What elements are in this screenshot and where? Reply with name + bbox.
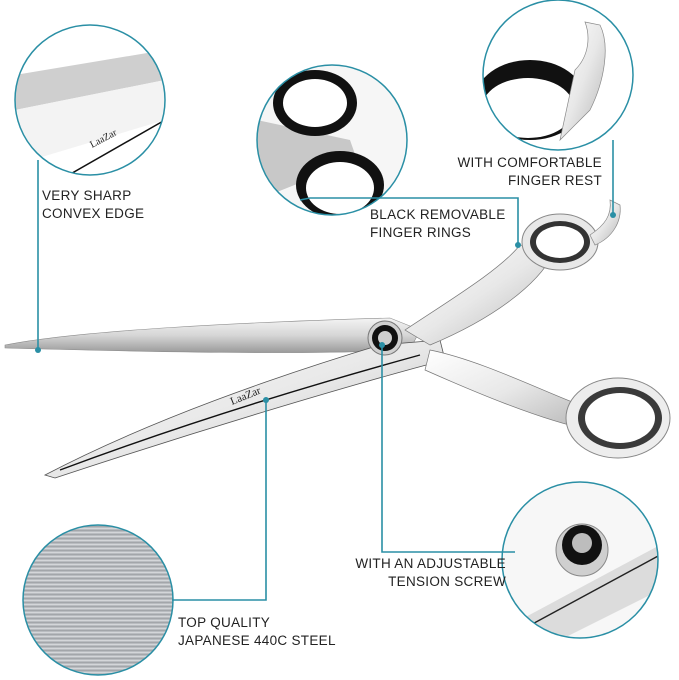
callout-line: WITH COMFORTABLE <box>457 155 602 170</box>
pivot-screw <box>367 320 403 356</box>
callout-convex-edge: VERY SHARP CONVEX EDGE <box>42 187 144 223</box>
callout-line: FINGER REST <box>507 173 602 188</box>
callout-line: CONVEX EDGE <box>42 206 145 221</box>
callout-line: BLACK REMOVABLE <box>370 207 506 222</box>
callout-finger-rest: WITH COMFORTABLE FINGER REST <box>457 154 602 190</box>
connector-dots <box>35 212 616 403</box>
callout-finger-rings: BLACK REMOVABLE FINGER RINGS <box>370 206 506 242</box>
callout-line: VERY SHARP <box>42 188 132 203</box>
callout-line: TOP QUALITY <box>178 615 271 630</box>
lower-blade <box>43 339 446 479</box>
callout-japanese-steel: TOP QUALITY JAPANESE 440C STEEL <box>178 614 336 650</box>
callout-line: JAPANESE 440C STEEL <box>178 633 336 648</box>
callout-line: TENSION SCREW <box>388 574 506 589</box>
connector-lines <box>37 140 614 601</box>
callout-line: WITH AN ADJUSTABLE <box>355 556 506 571</box>
callout-line: FINGER RINGS <box>370 225 472 240</box>
upper-blade <box>4 317 421 353</box>
callout-tension-screw: WITH AN ADJUSTABLE TENSION SCREW <box>355 555 506 591</box>
